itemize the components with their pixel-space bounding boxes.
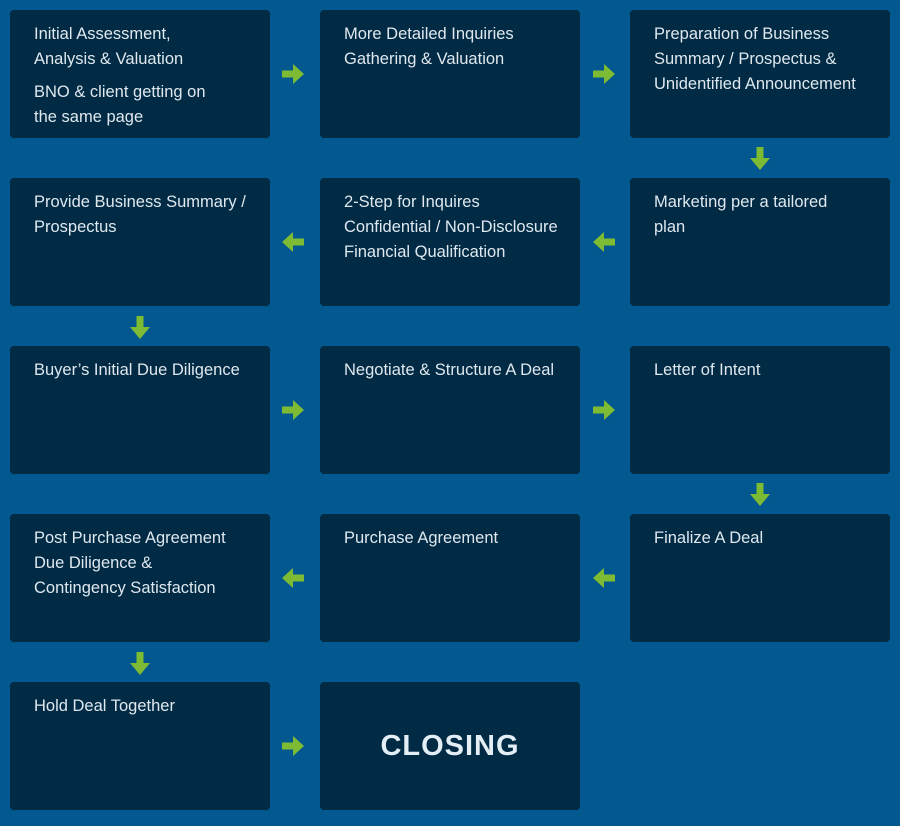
step-text: More Detailed Inquiries <box>344 25 514 43</box>
step-text: Purchase Agreement <box>344 529 499 547</box>
arrow-down-icon <box>126 650 154 678</box>
step-text: Provide Business Summary / <box>34 193 246 211</box>
arrow-left-icon <box>279 228 307 256</box>
step-note: the same page <box>34 108 144 126</box>
step-finalize-deal: Finalize A Deal <box>630 514 890 642</box>
step-closing: CLOSING <box>320 682 580 810</box>
step-preparation: Preparation of Business Summary / Prospe… <box>630 10 890 138</box>
step-text: Gathering & Valuation <box>344 50 505 68</box>
closing-label: CLOSING <box>380 729 520 762</box>
step-letter-of-intent: Letter of Intent <box>630 346 890 474</box>
step-text: Initial Assessment, <box>34 25 171 43</box>
step-text: Prospectus <box>34 218 117 236</box>
arrow-down-icon <box>126 314 154 342</box>
step-text: Unidentified Announcement <box>654 75 856 93</box>
arrow-right-icon <box>590 60 618 88</box>
arrow-down-icon <box>746 481 774 509</box>
step-text: Finalize A Deal <box>654 529 764 547</box>
step-text: Analysis & Valuation <box>34 50 184 68</box>
step-text: Due Diligence & <box>34 554 153 572</box>
step-negotiate: Negotiate & Structure A Deal <box>320 346 580 474</box>
step-note: BNO & client getting on <box>34 83 206 101</box>
step-text: Hold Deal Together <box>34 697 175 715</box>
arrow-right-icon <box>279 396 307 424</box>
step-post-purchase: Post Purchase Agreement Due Diligence & … <box>10 514 270 642</box>
step-marketing: Marketing per a tailored plan <box>630 178 890 306</box>
step-text: Summary / Prospectus & <box>654 50 837 68</box>
step-detailed-inquiries: More Detailed Inquiries Gathering & Valu… <box>320 10 580 138</box>
step-purchase-agreement: Purchase Agreement <box>320 514 580 642</box>
step-text: plan <box>654 218 686 236</box>
step-text: Financial Qualification <box>344 243 506 261</box>
step-provide-summary: Provide Business Summary / Prospectus <box>10 178 270 306</box>
step-text: Preparation of Business <box>654 25 830 43</box>
step-text: Post Purchase Agreement <box>34 529 226 547</box>
arrow-left-icon <box>590 564 618 592</box>
step-two-step-inquiries: 2-Step for Inquires Confidential / Non-D… <box>320 178 580 306</box>
arrow-right-icon <box>279 732 307 760</box>
step-text: Confidential / Non-Disclosure <box>344 218 558 236</box>
step-text: Negotiate & Structure A Deal <box>344 361 555 379</box>
step-initial-assessment: Initial Assessment, Analysis & Valuation… <box>10 10 270 138</box>
step-text: Marketing per a tailored <box>654 193 828 211</box>
step-buyer-due-diligence: Buyer’s Initial Due Diligence <box>10 346 270 474</box>
step-text: Contingency Satisfaction <box>34 579 216 597</box>
arrow-left-icon <box>279 564 307 592</box>
step-text: Letter of Intent <box>654 361 761 379</box>
step-text: 2-Step for Inquires <box>344 193 480 211</box>
arrow-left-icon <box>590 228 618 256</box>
arrow-right-icon <box>590 396 618 424</box>
arrow-down-icon <box>746 145 774 173</box>
arrow-right-icon <box>279 60 307 88</box>
step-text: Buyer’s Initial Due Diligence <box>34 361 240 379</box>
step-hold-deal: Hold Deal Together <box>10 682 270 810</box>
